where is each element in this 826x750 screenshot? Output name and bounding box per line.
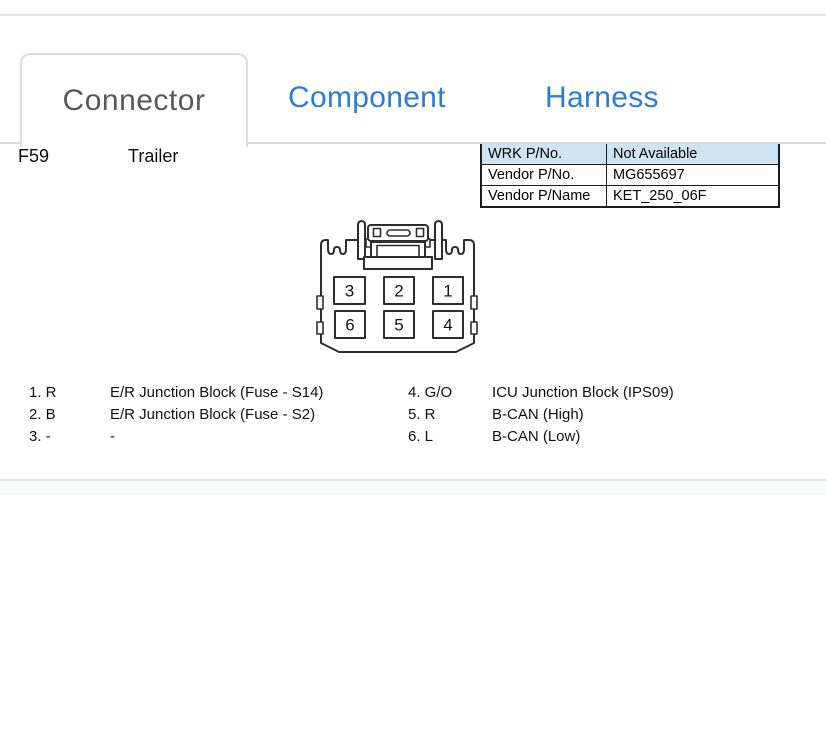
pin-cavity-1 bbox=[432, 276, 464, 305]
part-info-label: Vendor P/No. bbox=[480, 164, 607, 186]
pin-cavity-5 bbox=[383, 310, 415, 339]
pin-number: 3 bbox=[345, 282, 354, 301]
connector-code: F59 bbox=[18, 146, 50, 166]
pin-signal: - bbox=[110, 428, 115, 445]
pin-cavity-6 bbox=[334, 310, 366, 339]
pin-id: 2. B bbox=[29, 406, 56, 423]
part-info-value: Not Available bbox=[606, 142, 780, 165]
table-row: WRK P/No. Not Available bbox=[480, 142, 780, 165]
bottom-divider bbox=[0, 479, 826, 481]
part-info-table: WRK P/No. Not Available Vendor P/No. MG6… bbox=[480, 142, 780, 208]
pin-number: 1 bbox=[443, 282, 452, 301]
table-row: Vendor P/Name KET_250_06F bbox=[480, 185, 780, 208]
latch-top-box bbox=[367, 224, 429, 242]
side-nub-left-upper bbox=[316, 295, 324, 310]
pin-signal: E/R Junction Block (Fuse - S2) bbox=[110, 406, 316, 423]
pin-signal: E/R Junction Block (Fuse - S14) bbox=[110, 384, 324, 401]
pin-list-right: 4. G/O ICU Junction Block (IPS09) 5. R B-C… bbox=[408, 382, 674, 448]
side-nub-left-lower bbox=[316, 321, 324, 335]
pin-signal: B-CAN (Low) bbox=[492, 428, 581, 445]
pin-list-left: 1. R E/R Junction Block (Fuse - S14) 2. B… bbox=[29, 382, 323, 448]
tab-connector-label: Connector bbox=[62, 84, 206, 117]
pin-list-item: 5. R B-CAN (High) bbox=[408, 404, 674, 426]
pin-signal: ICU Junction Block (IPS09) bbox=[492, 384, 674, 401]
pin-id: 6. L bbox=[408, 428, 434, 445]
latch-detail-square-left bbox=[372, 227, 382, 238]
latch-post-right bbox=[434, 220, 443, 260]
side-nub-right-upper bbox=[470, 295, 478, 310]
latch-post-left bbox=[357, 220, 366, 260]
pin-cavity-4 bbox=[432, 310, 464, 339]
pin-cavity-2 bbox=[383, 276, 415, 305]
latch-base-bar bbox=[363, 256, 433, 270]
latch-detail-pill bbox=[386, 229, 411, 237]
connector-pinout-diagram: 3 2 1 6 5 4 bbox=[316, 219, 478, 354]
part-info-value: KET_250_06F bbox=[606, 185, 780, 208]
pin-list-item: 3. - - bbox=[29, 426, 323, 448]
footer-band bbox=[0, 481, 826, 495]
pin-number: 5 bbox=[394, 316, 403, 335]
tab-connector[interactable]: Connector bbox=[20, 53, 248, 147]
pin-number: 2 bbox=[394, 282, 403, 301]
part-info-label: WRK P/No. bbox=[480, 142, 607, 165]
pin-id: 3. - bbox=[29, 428, 51, 445]
tab-harness[interactable]: Harness bbox=[545, 81, 659, 114]
tab-component[interactable]: Component bbox=[288, 81, 446, 114]
top-divider bbox=[0, 14, 826, 16]
pin-list-item: 1. R E/R Junction Block (Fuse - S14) bbox=[29, 382, 323, 404]
connector-name: Trailer bbox=[128, 146, 179, 166]
part-info-label: Vendor P/Name bbox=[480, 185, 607, 208]
pin-list-item: 6. L B-CAN (Low) bbox=[408, 426, 674, 448]
table-row: Vendor P/No. MG655697 bbox=[480, 164, 780, 186]
pin-id: 5. R bbox=[408, 406, 436, 423]
pin-signal: B-CAN (High) bbox=[492, 406, 584, 423]
latch-middle-inner bbox=[376, 244, 420, 258]
pin-cavity-3 bbox=[333, 276, 366, 305]
pin-list-item: 2. B E/R Junction Block (Fuse - S2) bbox=[29, 404, 323, 426]
pin-id: 4. G/O bbox=[408, 384, 453, 401]
tabstrip-bottom-border bbox=[0, 142, 826, 144]
pin-number: 6 bbox=[345, 316, 354, 335]
pin-list-item: 4. G/O ICU Junction Block (IPS09) bbox=[408, 382, 674, 404]
side-nub-right-lower bbox=[470, 321, 478, 335]
pin-number: 4 bbox=[443, 316, 452, 335]
latch-detail-square-right bbox=[415, 227, 425, 238]
pin-id: 1. R bbox=[29, 384, 57, 401]
part-info-value: MG655697 bbox=[606, 164, 780, 186]
